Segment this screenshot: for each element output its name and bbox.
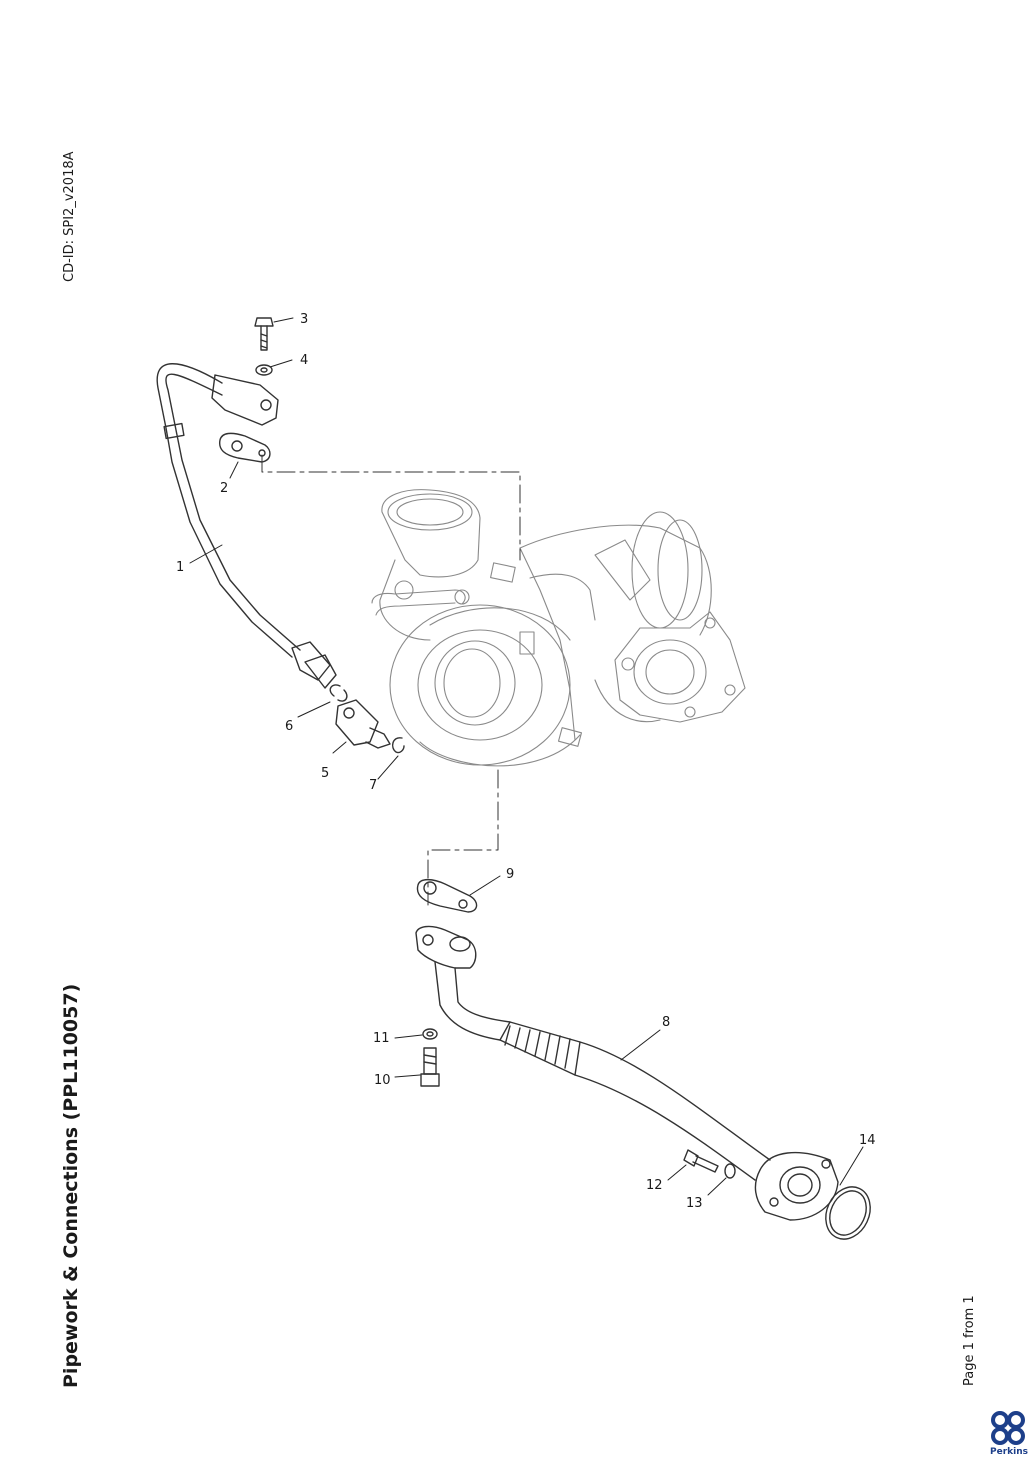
part-14-o-ring: [825, 1186, 871, 1240]
perkins-logo-icon: [991, 1411, 1025, 1445]
part-2-gasket: [218, 432, 271, 463]
part-11-washer: [422, 1028, 438, 1040]
part-3-bolt: [254, 317, 274, 351]
callout-13: 13: [686, 1196, 703, 1211]
callout-3: 3: [300, 312, 308, 327]
brand-name: Perkins: [990, 1447, 1028, 1457]
part-6-circlip: [329, 684, 348, 702]
part-9-gasket: [416, 878, 478, 913]
callout-5: 5: [321, 766, 329, 781]
part-7-circlip: [391, 737, 405, 754]
assembly-leader-lines: [261, 454, 521, 906]
part-13-washer: [724, 1163, 736, 1179]
callout-9: 9: [506, 867, 514, 882]
part-4-washer: [255, 364, 273, 376]
callout-11: 11: [373, 1031, 390, 1046]
turbocharger: [371, 489, 746, 767]
callout-8: 8: [662, 1015, 670, 1030]
callout-10: 10: [374, 1073, 391, 1088]
part-5-adapter: [335, 699, 391, 749]
callout-labels: 1 2 3 4 5 6 7 8 9 10 11 12 13 14: [176, 312, 876, 1211]
callout-leaders: [189, 317, 864, 1196]
part-12-bolt: [683, 1149, 719, 1173]
part-8-oil-drain-pipe: [415, 925, 839, 1221]
callout-4: 4: [300, 353, 308, 368]
callout-12: 12: [646, 1178, 663, 1193]
callout-1: 1: [176, 560, 184, 575]
callout-7: 7: [369, 778, 377, 793]
part-10-bolt: [420, 1047, 440, 1087]
callout-6: 6: [285, 719, 293, 734]
part-1-oil-feed-pipe: [156, 363, 337, 689]
callout-2: 2: [220, 481, 228, 496]
callout-14: 14: [859, 1133, 876, 1148]
